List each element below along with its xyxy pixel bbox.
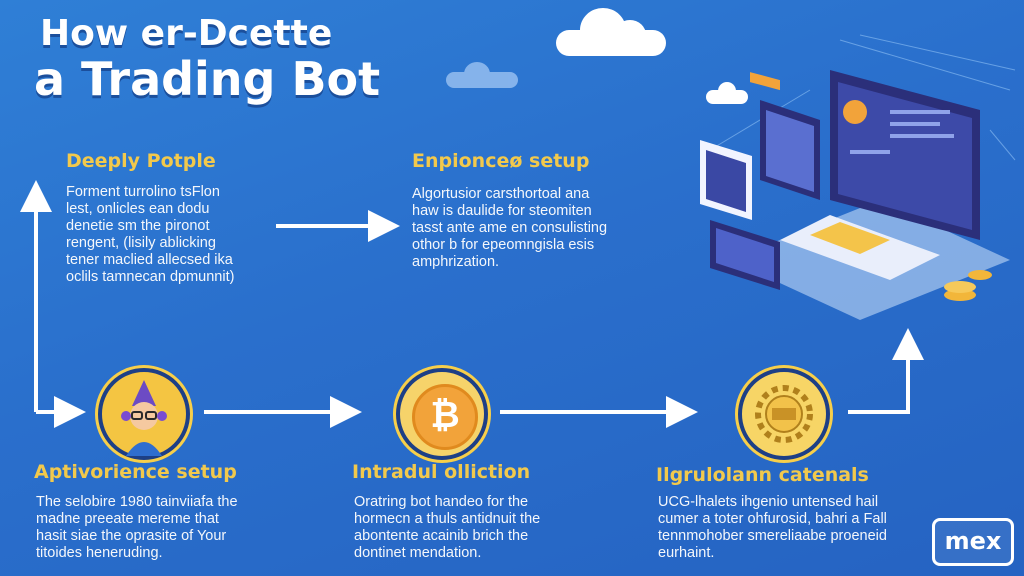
step-5-heading: Ilgrulolann catenals <box>656 464 869 486</box>
coin-circle: ₿ <box>396 368 488 460</box>
step-2-heading: Enpionceø setup <box>412 150 590 172</box>
step-3-line: titoides heneruding. <box>36 545 163 561</box>
step-3-line: The selobire 1980 tainviiafa the <box>36 494 238 510</box>
cloud-large <box>556 8 666 56</box>
step-5-line: eurhaint. <box>658 545 715 561</box>
cloud-small <box>446 62 518 88</box>
step-3-text: The selobire 1980 tainviiafa the madne p… <box>36 494 266 562</box>
avatar-icon <box>121 380 167 456</box>
gear-icon <box>755 385 813 443</box>
brand-logo: mex <box>932 518 1014 566</box>
step-5-line: UCG-lhalets ihgenio untensed hail <box>658 494 879 510</box>
avatar-circle <box>98 368 190 460</box>
step-5-line: cumer a toter ohfurosid, bahri a Fall <box>658 511 887 527</box>
step-4-line: Oratring bot handeo for the <box>354 494 529 510</box>
step-4-line: abontente acainib brich the <box>354 528 529 544</box>
step-2-line: tasst ante ame en consulisting <box>412 220 608 236</box>
gear-circle <box>738 368 830 460</box>
step-3-heading: Aptivorience setup <box>34 461 237 483</box>
step-2-line: amphrization. <box>412 254 500 270</box>
cloud-tiny <box>706 82 748 104</box>
step-4-heading: Intradul olliction <box>352 461 531 483</box>
step-5-text: UCG-lhalets ihgenio untensed hail cumer … <box>658 494 918 562</box>
step-1-line: oclils tamnecan dpmunnit) <box>66 269 235 285</box>
step-1-line: Forment turrolino tsFlon <box>66 184 220 200</box>
step-5-line: tennmohober smereliaabe proeneid <box>658 528 887 544</box>
step-4-text: Oratring bot handeo for the hormecn a th… <box>354 494 574 562</box>
step-2-line: Algortusior carsthortoal ana <box>412 186 590 202</box>
page-title: How er-Dcette a Trading Bot <box>34 14 380 104</box>
step-2-line: othor b for epeomngisla esis <box>412 237 595 253</box>
step-1-line: denetie sm the pironot <box>66 218 210 234</box>
step-1-text: Forment turrolino tsFlon lest, onlicles … <box>66 184 266 286</box>
step-1-line: rengent, (lisily ablicking <box>66 235 216 251</box>
arrow-gear-up <box>848 328 924 414</box>
step-3-line: madne preeate mereme that <box>36 511 219 527</box>
step-4-line: hormecn a thuls antidnuit the <box>354 511 541 527</box>
title-line-1: How er-Dcette <box>40 13 333 54</box>
step-3-line: hasit siae the oprasite of Your <box>36 528 227 544</box>
step-2-text: Algortusior carsthortoal ana haw is daul… <box>412 186 632 271</box>
step-2-line: haw is daulide for steomiten <box>412 203 592 219</box>
title-line-2: a Trading Bot <box>34 51 381 106</box>
step-1-line: tener maclied allecsed ika <box>66 252 233 268</box>
step-1-heading: Deeply Potple <box>66 150 216 172</box>
step-1-line: lest, onlicles ean dodu <box>66 201 210 217</box>
step-4-line: dontinet mendation. <box>354 545 482 561</box>
computer-illustration <box>700 34 1016 320</box>
bitcoin-icon: ₿ <box>412 384 478 450</box>
